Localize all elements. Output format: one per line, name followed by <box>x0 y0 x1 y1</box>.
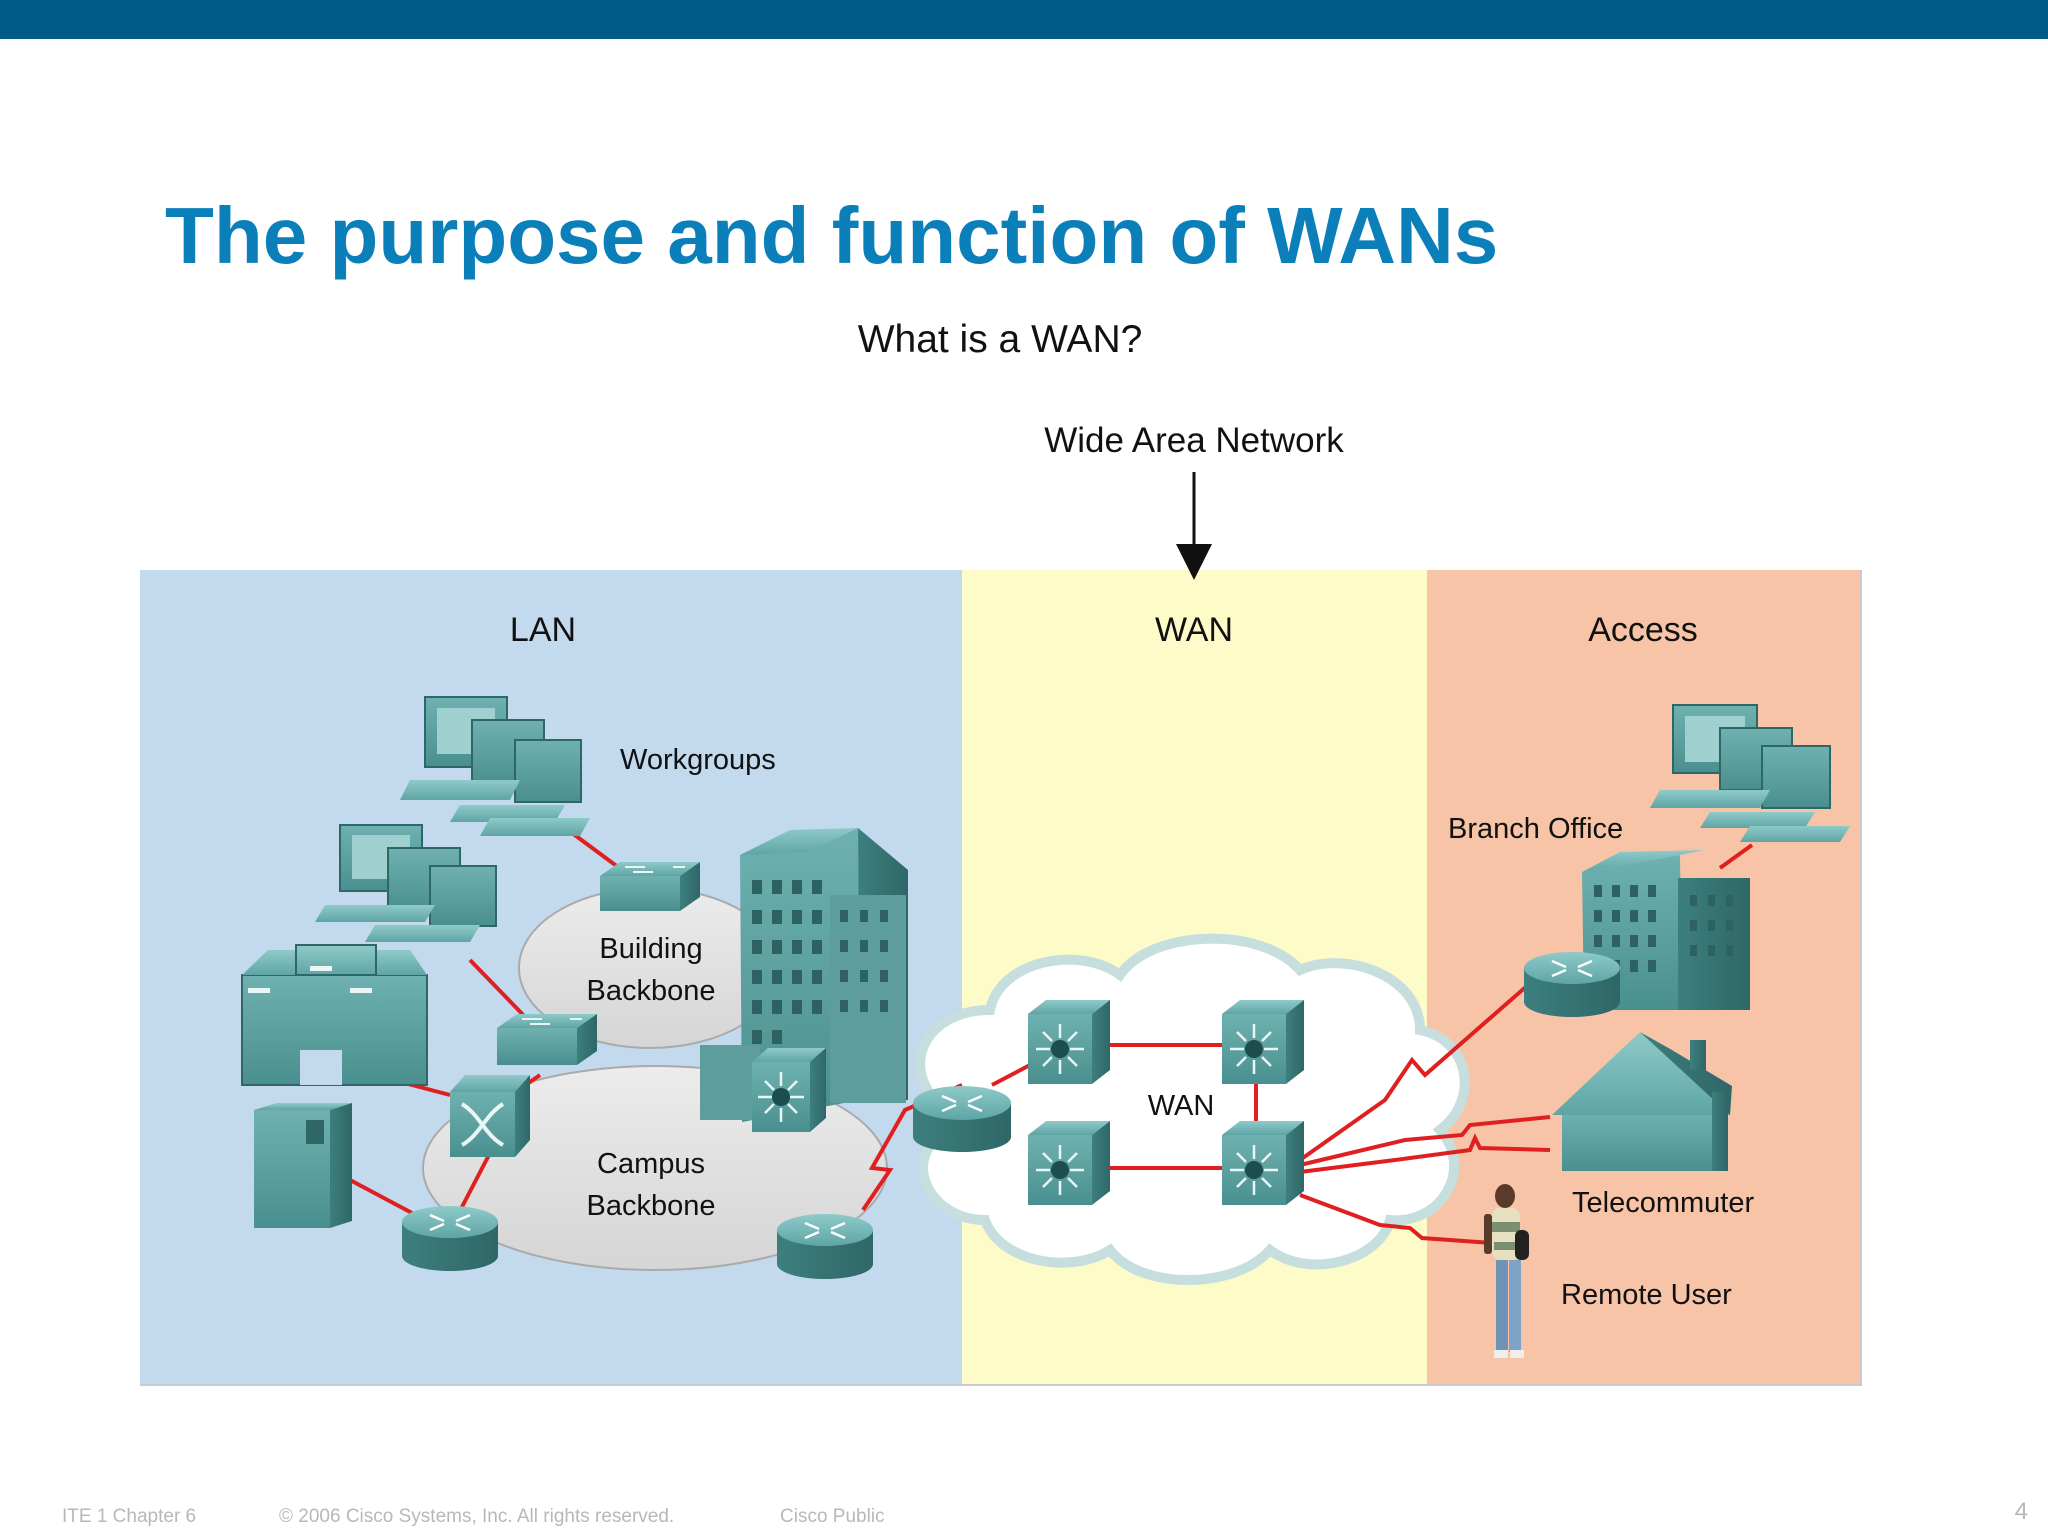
wan-switch-bottom-left-icon <box>1028 1121 1110 1205</box>
workgroup-switch-bottom-icon <box>497 1014 597 1065</box>
campus-router-right-icon <box>777 1214 873 1279</box>
footer-classification: Cisco Public <box>780 1506 885 1527</box>
lan-heading: LAN <box>510 611 576 649</box>
building-backbone-label-2: Backbone <box>587 975 716 1007</box>
wan-switch-top-right-icon <box>1222 1000 1304 1084</box>
remote-user-person-icon <box>1484 1184 1529 1358</box>
footer-copyright: © 2006 Cisco Systems, Inc. All rights re… <box>279 1506 675 1527</box>
branch-office-router-icon <box>1524 952 1620 1017</box>
workgroup-computers-top-icon <box>400 696 590 836</box>
building-backbone-label-1: Building <box>599 933 702 965</box>
server-cluster-icon <box>241 944 428 1086</box>
wan-heading: WAN <box>1155 611 1233 649</box>
wan-cloud-label: WAN <box>1148 1090 1215 1122</box>
wan-edge-router-icon <box>913 1086 1011 1152</box>
wan-switch-top-left-icon <box>1028 1000 1110 1084</box>
page-number: 4 <box>2014 1498 2028 1525</box>
access-heading: Access <box>1588 611 1698 649</box>
workgroup-switch-top-icon <box>600 862 700 911</box>
top-banner <box>0 0 2048 39</box>
atm-switch-icon <box>450 1075 530 1157</box>
branch-office-label: Branch Office <box>1448 813 1623 845</box>
wan-switch-bottom-right-icon <box>1222 1121 1304 1205</box>
building-multilayer-switch-icon <box>752 1048 826 1132</box>
telecommuter-house-icon <box>1552 1032 1732 1171</box>
slide-title: The purpose and function of WANs <box>165 191 1499 280</box>
telecommuter-label: Telecommuter <box>1572 1187 1754 1219</box>
campus-backbone-label-1: Campus <box>597 1148 705 1180</box>
lan-building-icon <box>700 828 908 1122</box>
remote-user-label: Remote User <box>1561 1279 1732 1311</box>
diagram-subtitle: What is a WAN? <box>857 318 1143 361</box>
branch-office-computers-icon <box>1650 704 1850 842</box>
footer-course: ITE 1 Chapter 6 <box>62 1506 197 1527</box>
campus-router-left-icon <box>402 1206 498 1271</box>
pointer-label: Wide Area Network <box>1044 421 1344 460</box>
campus-backbone-label-2: Backbone <box>587 1190 716 1222</box>
tower-server-icon <box>254 1103 352 1228</box>
workgroups-label: Workgroups <box>620 744 776 776</box>
workgroup-computers-middle-icon <box>315 824 497 942</box>
